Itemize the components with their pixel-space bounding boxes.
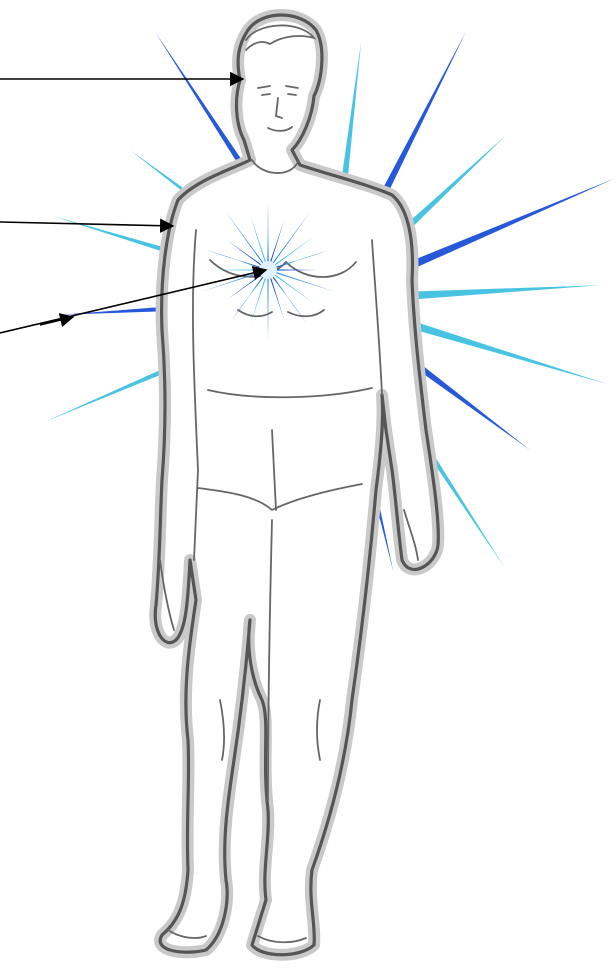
chest-starburst-core <box>259 261 277 279</box>
arrow-shoulder-pointer <box>0 222 173 226</box>
human-figure <box>155 15 438 955</box>
arrow-chest-midhead <box>40 317 73 325</box>
